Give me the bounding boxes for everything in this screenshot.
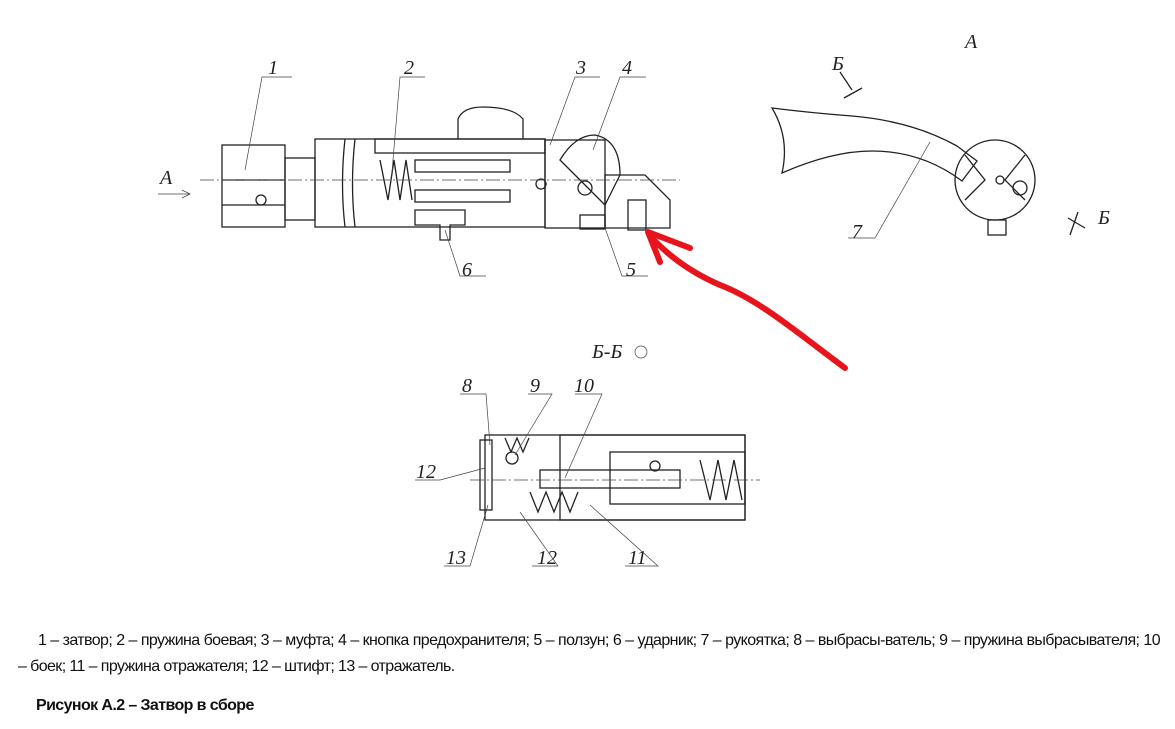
view-a-arrow-label: А: [158, 167, 173, 189]
part-label-8: 8: [462, 375, 472, 397]
main-view: [200, 106, 680, 241]
part-label-11: 11: [628, 547, 647, 569]
part-label-12-bottom: 12: [537, 547, 557, 569]
part-label-1: 1: [268, 57, 278, 79]
part-label-9: 9: [530, 375, 540, 397]
section-mark-b-bottom: Б: [1097, 207, 1110, 229]
part-label-2: 2: [404, 57, 414, 79]
section-mark-b-top: Б: [831, 53, 844, 75]
part-label-3: 3: [575, 57, 586, 79]
part-label-13: 13: [446, 547, 466, 569]
view-a-handle: [770, 71, 1086, 239]
rotated-view-icon: [634, 345, 648, 359]
figure-caption: Рисунок А.2 – Затвор в сборе: [36, 697, 254, 714]
leader-lines: [158, 76, 648, 277]
view-a-title: А: [963, 31, 978, 53]
part-label-12-left: 12: [416, 461, 436, 483]
part-label-6: 6: [462, 259, 472, 281]
part-label-7: 7: [852, 221, 863, 243]
red-annotation-arrow: [645, 229, 848, 371]
part-label-5: 5: [626, 259, 636, 281]
part-label-10: 10: [574, 375, 594, 397]
part-label-4: 4: [622, 57, 632, 79]
section-title: Б-Б: [591, 341, 622, 363]
parts-legend: 1 – затвор; 2 – пружина боевая; 3 – муфт…: [18, 632, 1161, 675]
bolt-assembly-drawing: 1 2 3 4 5 6 А А Б Б 7 Б: [158, 31, 1110, 569]
section-b-b: [415, 393, 760, 567]
